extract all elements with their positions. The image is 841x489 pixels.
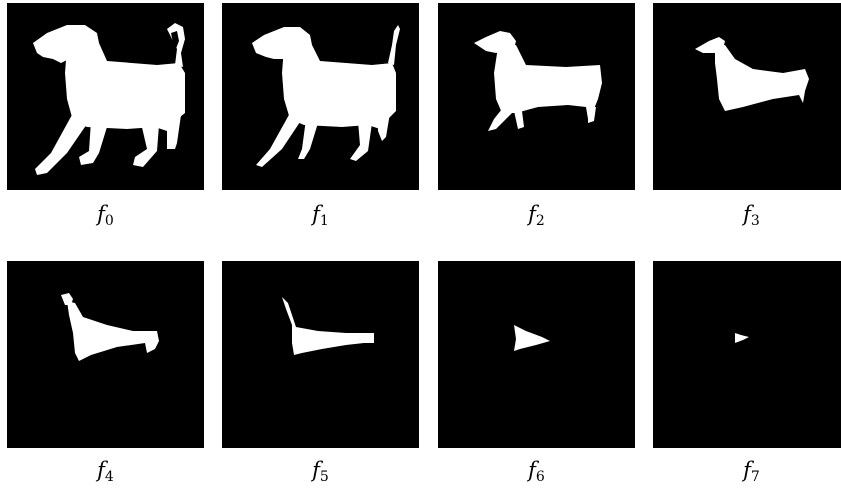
dog-silhouette-f7 [735, 333, 749, 343]
caption-f3: f3 [743, 202, 760, 229]
dog-silhouette-f4 [61, 293, 159, 361]
dog-silhouette-f1 [252, 25, 400, 167]
caption-f6: f6 [528, 458, 545, 485]
panel-f6 [438, 261, 635, 448]
panel-f0 [7, 3, 204, 190]
panel-f5 [222, 261, 419, 448]
dog-silhouette-f5 [282, 297, 374, 355]
caption-f7: f7 [743, 458, 760, 485]
dog-silhouette-f3 [695, 37, 809, 111]
caption-f2: f2 [528, 202, 545, 229]
dog-silhouette-f2 [474, 31, 602, 131]
caption-f4: f4 [97, 458, 114, 485]
panel-f2 [438, 3, 635, 190]
caption-f5: f5 [312, 458, 329, 485]
panel-f3 [653, 3, 841, 190]
dog-silhouette-f6 [514, 325, 550, 351]
panel-f1 [222, 3, 419, 190]
caption-f1: f1 [312, 202, 329, 229]
dog-silhouette-f0 [33, 23, 185, 175]
panel-f4 [7, 261, 204, 448]
caption-f0: f0 [97, 202, 114, 229]
panel-f7 [653, 261, 841, 448]
